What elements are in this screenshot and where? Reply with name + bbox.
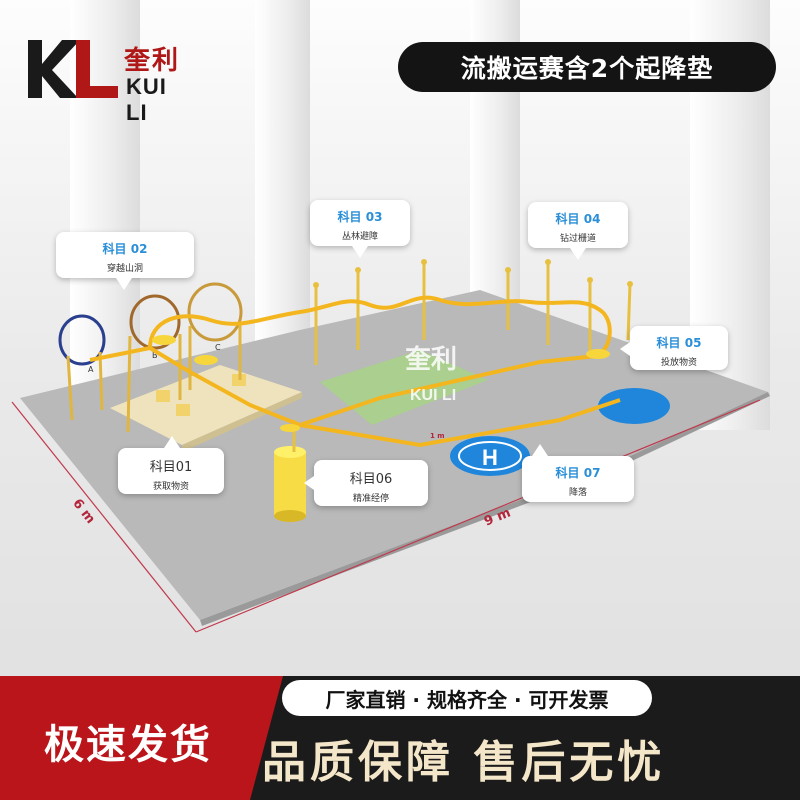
callout-subtitle: 降落 bbox=[568, 488, 587, 498]
ring-label-a: A bbox=[88, 365, 94, 374]
title-banner: 流搬运赛含2个起降垫 bbox=[398, 42, 776, 92]
green-zone bbox=[320, 350, 488, 425]
brand-name-en: KUI LI bbox=[126, 74, 167, 125]
callout-subtitle: 钻过栅道 bbox=[559, 234, 596, 244]
fast-shipping-text: 极速发货 bbox=[44, 722, 212, 768]
ring-a bbox=[58, 314, 106, 366]
callout-02: 科目 02 穿越山洞 bbox=[56, 232, 194, 290]
kl-logo-mark-icon bbox=[28, 40, 118, 98]
quality-guarantee-text: 品质保障 售后无忧 bbox=[262, 737, 666, 788]
callout-title: 科目 07 bbox=[555, 466, 601, 480]
course-field-illustration: H A B C bbox=[11, 259, 770, 633]
landing-cylinder bbox=[274, 452, 306, 516]
brand-name-cn: 奎利 bbox=[124, 46, 181, 76]
callout-title: 科目06 bbox=[349, 472, 393, 487]
callout-05: 科目 05 投放物资 bbox=[620, 326, 728, 370]
callout-subtitle: 穿越山洞 bbox=[106, 264, 143, 274]
callout-subtitle: 精准经停 bbox=[352, 494, 389, 504]
callout-03: 科目 03 丛林避障 bbox=[310, 200, 410, 258]
callout-06: 科目06 精准经停 bbox=[304, 460, 428, 506]
slogan-pill: 厂家直销 · 规格齐全 · 可开发票 bbox=[282, 680, 652, 716]
ring-c bbox=[187, 282, 243, 342]
pickup-zone bbox=[110, 365, 302, 445]
callout-title: 科目 02 bbox=[102, 242, 148, 256]
callout-04: 科目 04 钻过栅道 bbox=[528, 202, 628, 260]
center-watermark-cn: 奎利 bbox=[405, 345, 457, 375]
callout-title: 科目 03 bbox=[337, 210, 383, 224]
callout-title: 科目 05 bbox=[656, 336, 702, 350]
cargo-box bbox=[176, 404, 190, 416]
callout-subtitle: 丛林避障 bbox=[341, 232, 378, 242]
callout-title: 科目01 bbox=[149, 460, 193, 475]
ring-label-b: B bbox=[152, 351, 158, 360]
field-floor-shade bbox=[200, 392, 770, 626]
flight-path bbox=[89, 295, 612, 428]
center-watermark: KUI LI bbox=[410, 387, 456, 404]
callout-07: 科目 07 降落 bbox=[522, 444, 634, 502]
cargo-box bbox=[156, 390, 170, 402]
brand-logo: 奎利 KUI LI bbox=[28, 34, 188, 125]
callout-01: 科目01 获取物资 bbox=[118, 436, 224, 494]
ring-b bbox=[129, 294, 181, 350]
callout-title: 科目 04 bbox=[555, 212, 601, 226]
ring-label-c: C bbox=[215, 343, 221, 352]
dimension-line bbox=[11, 401, 197, 633]
callout-subtitle: 获取物资 bbox=[152, 482, 189, 492]
drop-target bbox=[598, 388, 670, 424]
dimension-marker: 1 m bbox=[430, 432, 445, 440]
helipad-letter: H bbox=[482, 445, 498, 470]
dimension-line bbox=[195, 399, 761, 633]
callout-subtitle: 投放物资 bbox=[660, 358, 697, 368]
